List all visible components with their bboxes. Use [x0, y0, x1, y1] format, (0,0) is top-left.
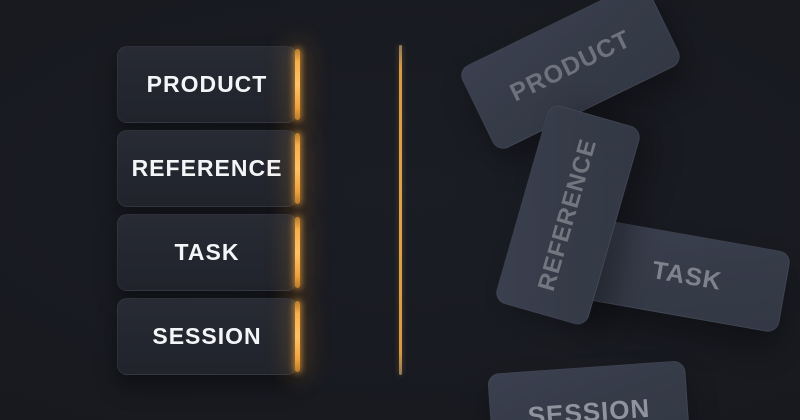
card-list: PRODUCT REFERENCE TASK SESSION: [117, 46, 300, 375]
scattered-card-task-label: TASK: [650, 255, 725, 296]
scattered-card-session-label: SESSION: [526, 392, 652, 420]
scattered-card-area: PRODUCT TASK REFERENCE SESSION: [400, 0, 800, 420]
card-session[interactable]: SESSION: [117, 298, 300, 375]
card-reference[interactable]: REFERENCE: [117, 130, 300, 207]
card-session-label: SESSION: [152, 323, 262, 349]
card-product-label: PRODUCT: [146, 71, 268, 97]
scattered-card-product-label: PRODUCT: [505, 24, 636, 107]
card-task[interactable]: TASK: [117, 214, 300, 291]
scattered-card-session[interactable]: SESSION: [487, 360, 691, 420]
accent-bar: [295, 301, 300, 372]
card-product[interactable]: PRODUCT: [117, 46, 300, 123]
card-reference-label: REFERENCE: [131, 155, 283, 181]
scattered-card-task[interactable]: TASK: [582, 218, 792, 334]
divider-line: [399, 45, 402, 375]
card-task-label: TASK: [174, 239, 240, 265]
accent-bar: [295, 133, 300, 204]
accent-bar: [295, 217, 300, 288]
accent-bar: [295, 49, 300, 120]
scattered-card-reference-label: REFERENCE: [532, 135, 603, 295]
